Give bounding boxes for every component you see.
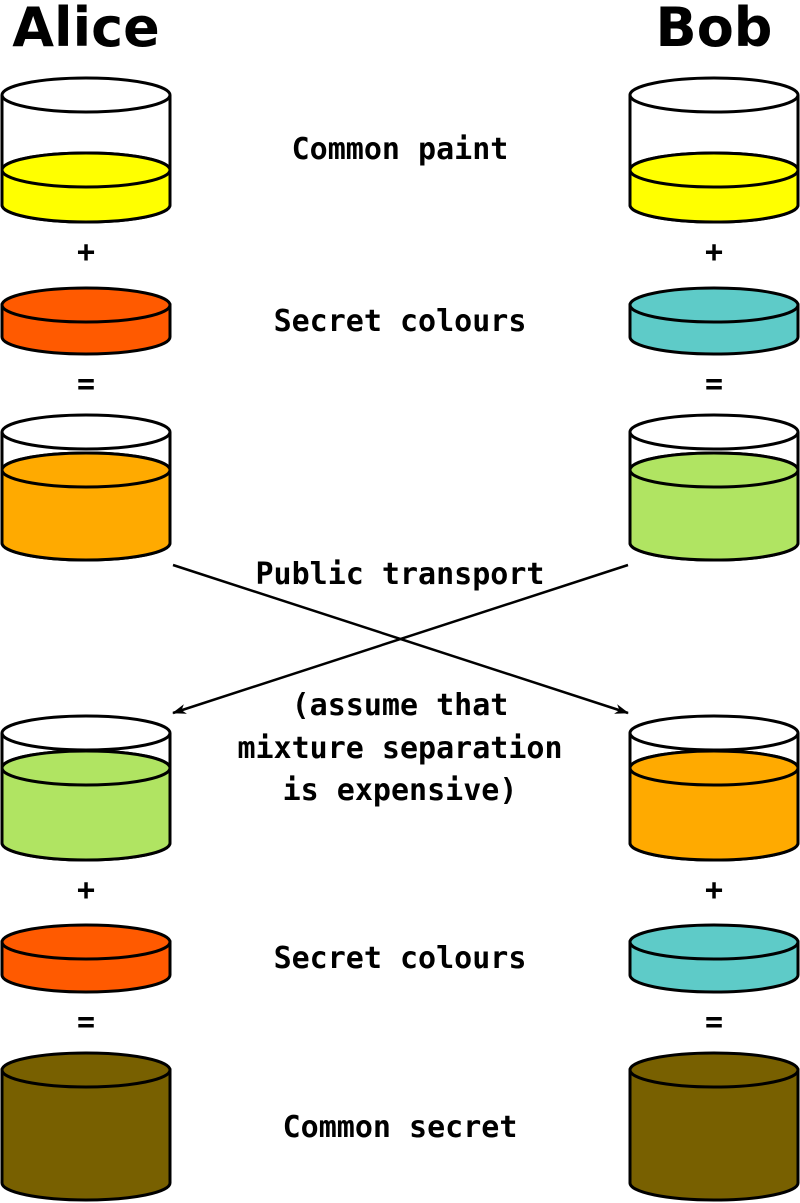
alice-title: Alice (12, 0, 159, 59)
arrow-bob-to-alice (172, 563, 629, 715)
alice-equals-2: = (77, 1005, 95, 1040)
alice-common-paint-beaker (0, 76, 172, 224)
label-public-transport: Public transport (256, 557, 545, 592)
label-secret-colours-1: Secret colours (274, 304, 527, 339)
label-common-secret: Common secret (283, 1110, 518, 1145)
alice-plus-2: + (77, 873, 95, 908)
label-assumption-line-2: mixture separation (237, 731, 562, 766)
bob-plus-1: + (705, 235, 723, 270)
bob-secret-colour-disc-2 (628, 923, 800, 994)
bob-equals-2: = (705, 1005, 723, 1040)
bob-received-beaker (628, 714, 800, 862)
alice-equals-1: = (77, 367, 95, 402)
alice-common-secret-beaker (0, 1051, 172, 1202)
bob-title: Bob (656, 0, 773, 59)
alice-plus-1: + (77, 235, 95, 270)
bob-secret-colour-disc-1 (628, 286, 800, 356)
bob-common-paint-beaker (628, 76, 800, 224)
alice-mixture-beaker (0, 413, 172, 562)
alice-secret-colour-disc-2 (0, 923, 172, 994)
alice-secret-colour-disc-1 (0, 286, 172, 356)
label-assumption-line-3: is expensive) (283, 773, 518, 808)
bob-equals-1: = (705, 367, 723, 402)
bob-mixture-beaker (628, 413, 800, 562)
alice-received-beaker (0, 714, 172, 862)
label-common-paint: Common paint (292, 132, 509, 167)
bob-common-secret-beaker (628, 1051, 800, 1202)
label-assumption-line-1: (assume that (292, 688, 509, 723)
label-secret-colours-2: Secret colours (274, 941, 527, 976)
bob-plus-2: + (705, 873, 723, 908)
